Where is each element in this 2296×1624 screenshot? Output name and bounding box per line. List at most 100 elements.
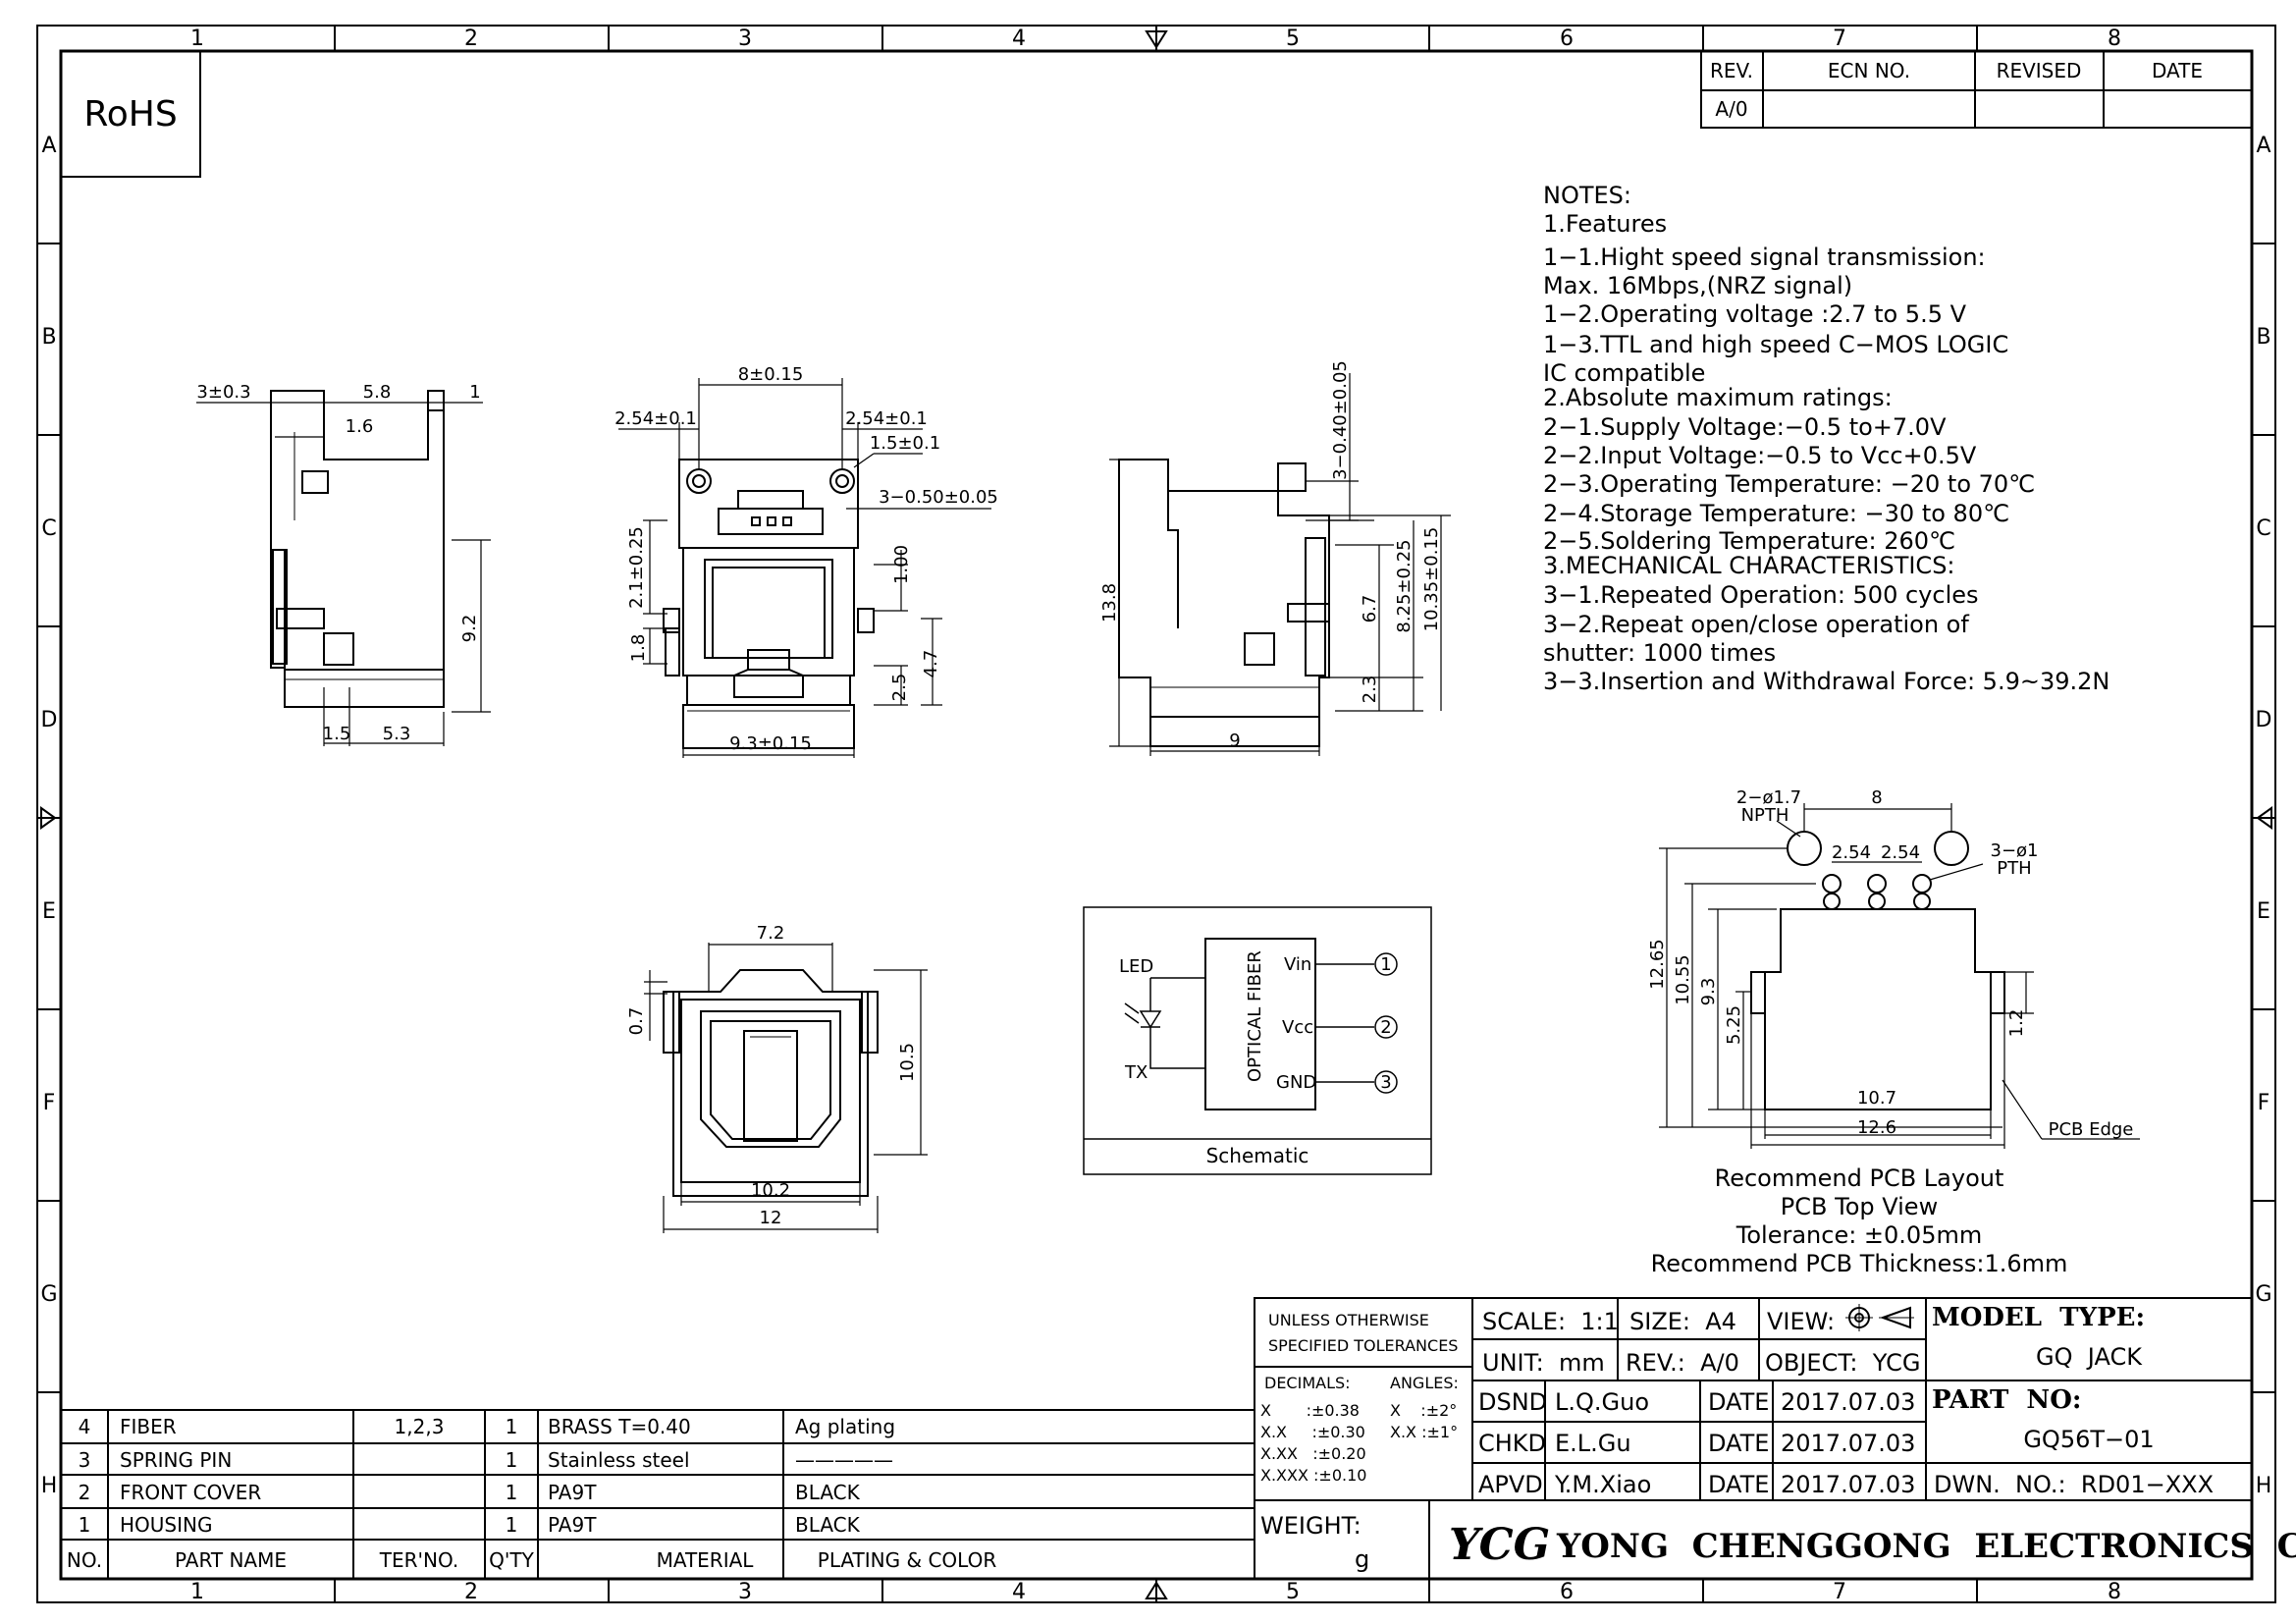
bom-header-name: PART NAME bbox=[175, 1548, 287, 1572]
schematic-pin-2: 2 bbox=[1380, 1017, 1391, 1038]
note-line: 2−4.Storage Temperature: −30 to 80℃ bbox=[1543, 500, 2009, 527]
bom-header-ter: TER'NO. bbox=[379, 1548, 459, 1572]
weight-unit: g bbox=[1355, 1545, 1369, 1573]
col-label-top-8: 8 bbox=[2108, 27, 2121, 51]
note-line: IC compatible bbox=[1543, 359, 1705, 387]
dim-label: 5.8 bbox=[363, 382, 392, 403]
row-label-right-g: G bbox=[2255, 1282, 2271, 1307]
tol-xxxx: X.XXX :±0.10 bbox=[1260, 1466, 1366, 1485]
bom-row-name: SPRING PIN bbox=[120, 1448, 232, 1472]
dsnd-date: 2017.07.03 bbox=[1781, 1388, 1915, 1416]
tolerance-line-1: UNLESS OTHERWISE bbox=[1268, 1311, 1429, 1329]
bom-row-qty: 1 bbox=[506, 1415, 518, 1438]
pcb-caption: Tolerance: ±0.05mm bbox=[1735, 1221, 1982, 1249]
note-line: 3−2.Repeat open/close operation of bbox=[1543, 611, 1969, 638]
chkd-label: CHKD bbox=[1478, 1430, 1546, 1457]
dim-label: 1.8 bbox=[628, 634, 649, 663]
dim-label: 8.25±0.25 bbox=[1394, 539, 1415, 632]
notes-block: NOTES: 1.Features 1−1.Hight speed signal… bbox=[1543, 182, 2109, 695]
note-line: 2−1.Supply Voltage:−0.5 to+7.0V bbox=[1543, 413, 1947, 441]
dim-label: 10.2 bbox=[751, 1180, 790, 1201]
bom-row-qty: 1 bbox=[506, 1513, 518, 1537]
dim-label: 0.7 bbox=[626, 1007, 647, 1036]
date-label: DATE bbox=[1708, 1471, 1769, 1498]
dim-label: 2.1±0.25 bbox=[626, 526, 647, 609]
front-view bbox=[663, 459, 875, 749]
pcb-dim-label: 10.7 bbox=[1857, 1088, 1896, 1109]
col-label-bottom-1: 1 bbox=[190, 1580, 204, 1604]
note-line: 2−3.Operating Temperature: −20 to 70℃ bbox=[1543, 470, 2035, 498]
bom-header-qty: Q'TY bbox=[489, 1548, 534, 1572]
side-view-dims bbox=[196, 395, 491, 746]
dim-label: 3±0.3 bbox=[196, 382, 250, 403]
schematic-led-label: LED bbox=[1119, 956, 1153, 977]
row-label-right-a: A bbox=[2256, 134, 2270, 158]
title-block bbox=[1254, 1297, 2253, 1580]
col-label-top-2: 2 bbox=[464, 27, 478, 51]
rev-field: REV.: A/0 bbox=[1626, 1349, 1739, 1377]
pcb-dim-label: 2.54 bbox=[1832, 842, 1871, 863]
dim-label: 9 bbox=[1229, 731, 1240, 751]
unit-field: UNIT: mm bbox=[1482, 1349, 1605, 1377]
chkd-date: 2017.07.03 bbox=[1781, 1430, 1915, 1457]
note-line: NOTES: bbox=[1543, 182, 1631, 209]
dim-label: 1 bbox=[469, 382, 480, 403]
schematic-vcc-label: Vcc bbox=[1282, 1017, 1313, 1038]
model-type-value: GQ JACK bbox=[2036, 1343, 2143, 1371]
drawing-number: DWN. NO.: RD01−XXX bbox=[1934, 1471, 2214, 1498]
dim-label: 3−0.50±0.05 bbox=[879, 487, 998, 508]
schematic-gnd-label: GND bbox=[1276, 1072, 1316, 1093]
note-line: Max. 16Mbps,(NRZ signal) bbox=[1543, 272, 1852, 299]
dim-label: 2.3 bbox=[1360, 676, 1380, 704]
dim-label: 1.5 bbox=[323, 724, 351, 744]
bom-row-name: FIBER bbox=[120, 1415, 177, 1438]
pcb-dim-label: 2−ø1.7 bbox=[1736, 787, 1801, 808]
angles-label: ANGLES: bbox=[1390, 1374, 1459, 1392]
col-label-bottom-8: 8 bbox=[2108, 1580, 2121, 1604]
dim-label: 2.54±0.1 bbox=[614, 408, 697, 429]
size-field: SIZE: A4 bbox=[1629, 1308, 1736, 1335]
col-label-top-4: 4 bbox=[1012, 27, 1026, 51]
pcb-dim-label: 1.2 bbox=[2006, 1009, 2027, 1038]
pcb-dim-label: PTH bbox=[1997, 858, 2031, 879]
row-label-left-f: F bbox=[43, 1091, 56, 1115]
pcb-caption: Recommend PCB Layout bbox=[1715, 1164, 2004, 1192]
bom-row-plating: BLACK bbox=[795, 1481, 861, 1504]
bom-row-qty: 1 bbox=[506, 1448, 518, 1472]
col-label-bottom-7: 7 bbox=[1833, 1580, 1846, 1604]
col-label-top-5: 5 bbox=[1286, 27, 1300, 51]
scale-field: SCALE: 1:1 bbox=[1482, 1308, 1619, 1335]
dim-label: 7.2 bbox=[757, 923, 785, 944]
rev-header-ecn: ECN NO. bbox=[1828, 59, 1910, 82]
col-label-top-6: 6 bbox=[1560, 27, 1574, 51]
col-label-top-7: 7 bbox=[1833, 27, 1846, 51]
schematic-caption: Schematic bbox=[1206, 1144, 1309, 1167]
pcb-dim-label: 10.55 bbox=[1673, 954, 1693, 1005]
part-no-value: GQ56T−01 bbox=[2023, 1426, 2154, 1453]
schematic-pin-1: 1 bbox=[1380, 954, 1391, 975]
company-name: YONG CHENGGONG ELECTRONICS CO.,LTD. bbox=[1556, 1527, 2296, 1566]
rohs-label: RoHS bbox=[83, 94, 177, 135]
row-label-right-b: B bbox=[2256, 325, 2270, 350]
bom-row-no: 4 bbox=[79, 1415, 91, 1438]
rev-value: A/0 bbox=[1715, 97, 1747, 121]
dim-label: 13.8 bbox=[1099, 583, 1120, 623]
pcb-dim-label: 2.54 bbox=[1881, 842, 1920, 863]
company-logo: YCG bbox=[1449, 1520, 1550, 1570]
apvd-name: Y.M.Xiao bbox=[1554, 1471, 1651, 1498]
rev-header-revised: REVISED bbox=[1997, 59, 2082, 82]
dsnd-label: DSND bbox=[1478, 1388, 1547, 1416]
pcb-layout bbox=[1750, 831, 2005, 1110]
bom-row-name: HOUSING bbox=[120, 1513, 212, 1537]
right-side-view-dims bbox=[1109, 373, 1451, 756]
date-label: DATE bbox=[1708, 1388, 1769, 1416]
dim-label: 9.2 bbox=[459, 615, 480, 643]
pcb-dim-label: 8 bbox=[1871, 787, 1882, 808]
row-label-right-h: H bbox=[2256, 1474, 2272, 1498]
model-type-label: MODEL TYPE: bbox=[1932, 1303, 2145, 1332]
pcb-dim-label: NPTH bbox=[1741, 805, 1789, 826]
pcb-dim-label: 12.65 bbox=[1647, 939, 1668, 990]
note-line: 2−2.Input Voltage:−0.5 to Vcc+0.5V bbox=[1543, 442, 1977, 469]
col-label-top-1: 1 bbox=[190, 27, 204, 51]
bom-header-plating: PLATING & COLOR bbox=[818, 1548, 997, 1572]
